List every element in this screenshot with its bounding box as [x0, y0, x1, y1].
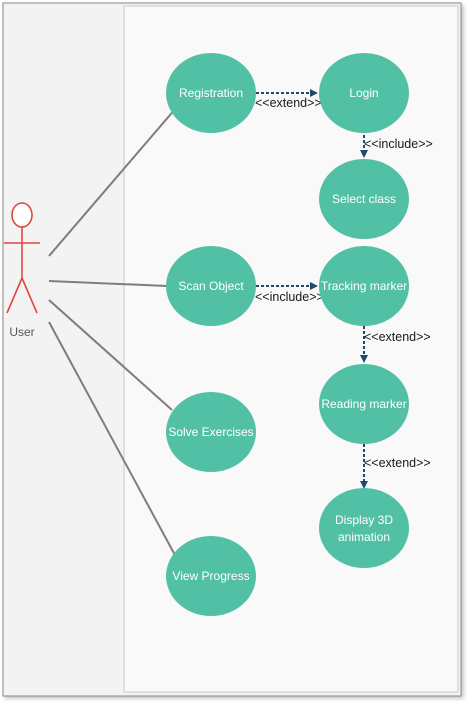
- use-case-tracking-marker-label: Tracking marker: [321, 279, 407, 293]
- actor-user-label: User: [9, 325, 34, 339]
- association-registration: [48, 107, 177, 257]
- association-scan-object: [48, 280, 168, 287]
- use-case-display-3d-label-line2: animation: [338, 530, 390, 544]
- label-extend-tracking-reading: <<extend>>: [364, 330, 431, 344]
- label-extend-reading-display: <<extend>>: [364, 456, 431, 470]
- use-case-view-progress-label: View Progress: [172, 569, 249, 583]
- use-case-solve-exercises-label: Solve Exercises: [168, 425, 253, 439]
- use-case-login[interactable]: Login: [319, 53, 409, 133]
- use-case-registration-label: Registration: [179, 86, 243, 100]
- use-case-registration[interactable]: Registration: [166, 53, 256, 133]
- use-case-tracking-marker[interactable]: Tracking marker: [319, 246, 409, 326]
- association-solve-exercises: [48, 299, 173, 411]
- use-case-scan-object-label: Scan Object: [178, 279, 244, 293]
- use-case-solve-exercises[interactable]: Solve Exercises: [166, 392, 256, 472]
- use-case-login-label: Login: [349, 86, 378, 100]
- use-case-display-3d-animation[interactable]: Display 3D animation: [319, 488, 409, 568]
- use-case-reading-marker-label: Reading marker: [321, 397, 406, 411]
- association-view-progress: [48, 321, 177, 558]
- use-case-reading-marker[interactable]: Reading marker: [319, 364, 409, 444]
- label-include-login-select: <<include>>: [364, 137, 433, 151]
- actor-user-icon: [4, 202, 40, 314]
- use-case-select-class-label: Select class: [332, 192, 396, 206]
- label-extend-registration-login: <<extend>>: [255, 96, 322, 110]
- label-include-scan-tracking: <<include>>: [255, 290, 324, 304]
- use-case-display-3d-label-line1: Display 3D: [335, 513, 393, 527]
- use-case-select-class[interactable]: Select class: [319, 159, 409, 239]
- use-case-scan-object[interactable]: Scan Object: [166, 246, 256, 326]
- use-case-view-progress[interactable]: View Progress: [166, 536, 256, 616]
